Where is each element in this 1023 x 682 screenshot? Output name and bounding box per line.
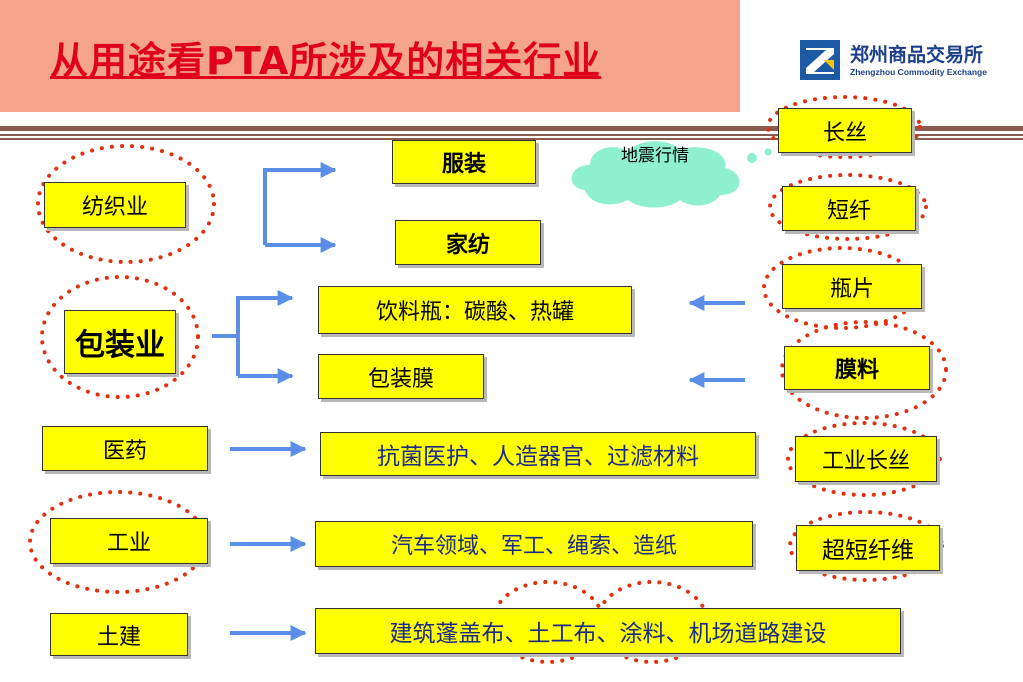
arrow-to-clothing bbox=[263, 162, 337, 245]
industry-textile: 纺织业 bbox=[44, 182, 186, 228]
product-microfiber: 超短纤维 bbox=[796, 525, 940, 571]
industry-packaging: 包装业 bbox=[64, 310, 176, 374]
exchange-logo: 郑州商品交易所 Zhengzhou Commodity Exchange bbox=[800, 38, 1015, 86]
product-filament: 长丝 bbox=[778, 108, 912, 153]
dotted-ring-filament bbox=[766, 95, 922, 159]
industry-construction: 土建 bbox=[50, 613, 188, 656]
product-industrial-filament: 工业长丝 bbox=[795, 436, 937, 482]
page-title: 从用途看PTA所涉及的相关行业 bbox=[50, 39, 602, 83]
use-industrial-applications: 汽车领域、军工、绳索、造纸 bbox=[315, 521, 753, 567]
product-film-material: 膜料 bbox=[784, 346, 930, 390]
dotted-ring-staple-fiber bbox=[768, 173, 928, 241]
dotted-ring-microfiber bbox=[788, 510, 944, 582]
logo-name-en: Zhengzhou Commodity Exchange bbox=[850, 67, 987, 77]
use-construction-materials: 建筑蓬盖布、土工布、涂料、机场道路建设 bbox=[315, 608, 901, 654]
logo-name-cn: 郑州商品交易所 bbox=[850, 44, 984, 66]
construction-geotextile: 土工布 bbox=[527, 621, 597, 647]
construction-coating: 涂料 bbox=[619, 621, 666, 647]
product-staple-fiber: 短纤 bbox=[782, 186, 916, 231]
cloud-note: 地震行情 bbox=[621, 146, 689, 166]
construction-separator-1: 、 bbox=[596, 621, 620, 647]
logo-mark-icon bbox=[800, 40, 840, 80]
top-rule-thin-2 bbox=[0, 138, 1023, 140]
dotted-ring-industrial-filament bbox=[786, 421, 942, 497]
use-packaging-film: 包装膜 bbox=[318, 354, 484, 399]
industry-manufacturing: 工业 bbox=[50, 518, 208, 564]
dotted-ring-textile bbox=[36, 144, 216, 264]
use-home-textile: 家纺 bbox=[395, 220, 541, 265]
dotted-ring-packaging bbox=[40, 275, 200, 399]
use-clothing: 服装 bbox=[392, 140, 536, 184]
product-bottle-chip: 瓶片 bbox=[782, 264, 922, 309]
arrow-to-bottles bbox=[236, 290, 294, 376]
construction-airport-roads: 机场道路建设 bbox=[688, 621, 827, 647]
dotted-ring-film-material bbox=[780, 320, 948, 420]
use-medical-materials: 抗菌医护、人造器官、过滤材料 bbox=[320, 432, 756, 476]
top-rule-thick bbox=[0, 126, 1023, 131]
use-beverage-bottles: 饮料瓶：碳酸、热罐 bbox=[318, 286, 632, 334]
header-band bbox=[0, 0, 740, 112]
construction-separator-2: 、 bbox=[665, 621, 689, 647]
industry-medicine: 医药 bbox=[42, 426, 208, 471]
top-rule-thin-1 bbox=[0, 134, 1023, 136]
construction-text-1: 建筑蓬盖布、 bbox=[389, 621, 528, 647]
